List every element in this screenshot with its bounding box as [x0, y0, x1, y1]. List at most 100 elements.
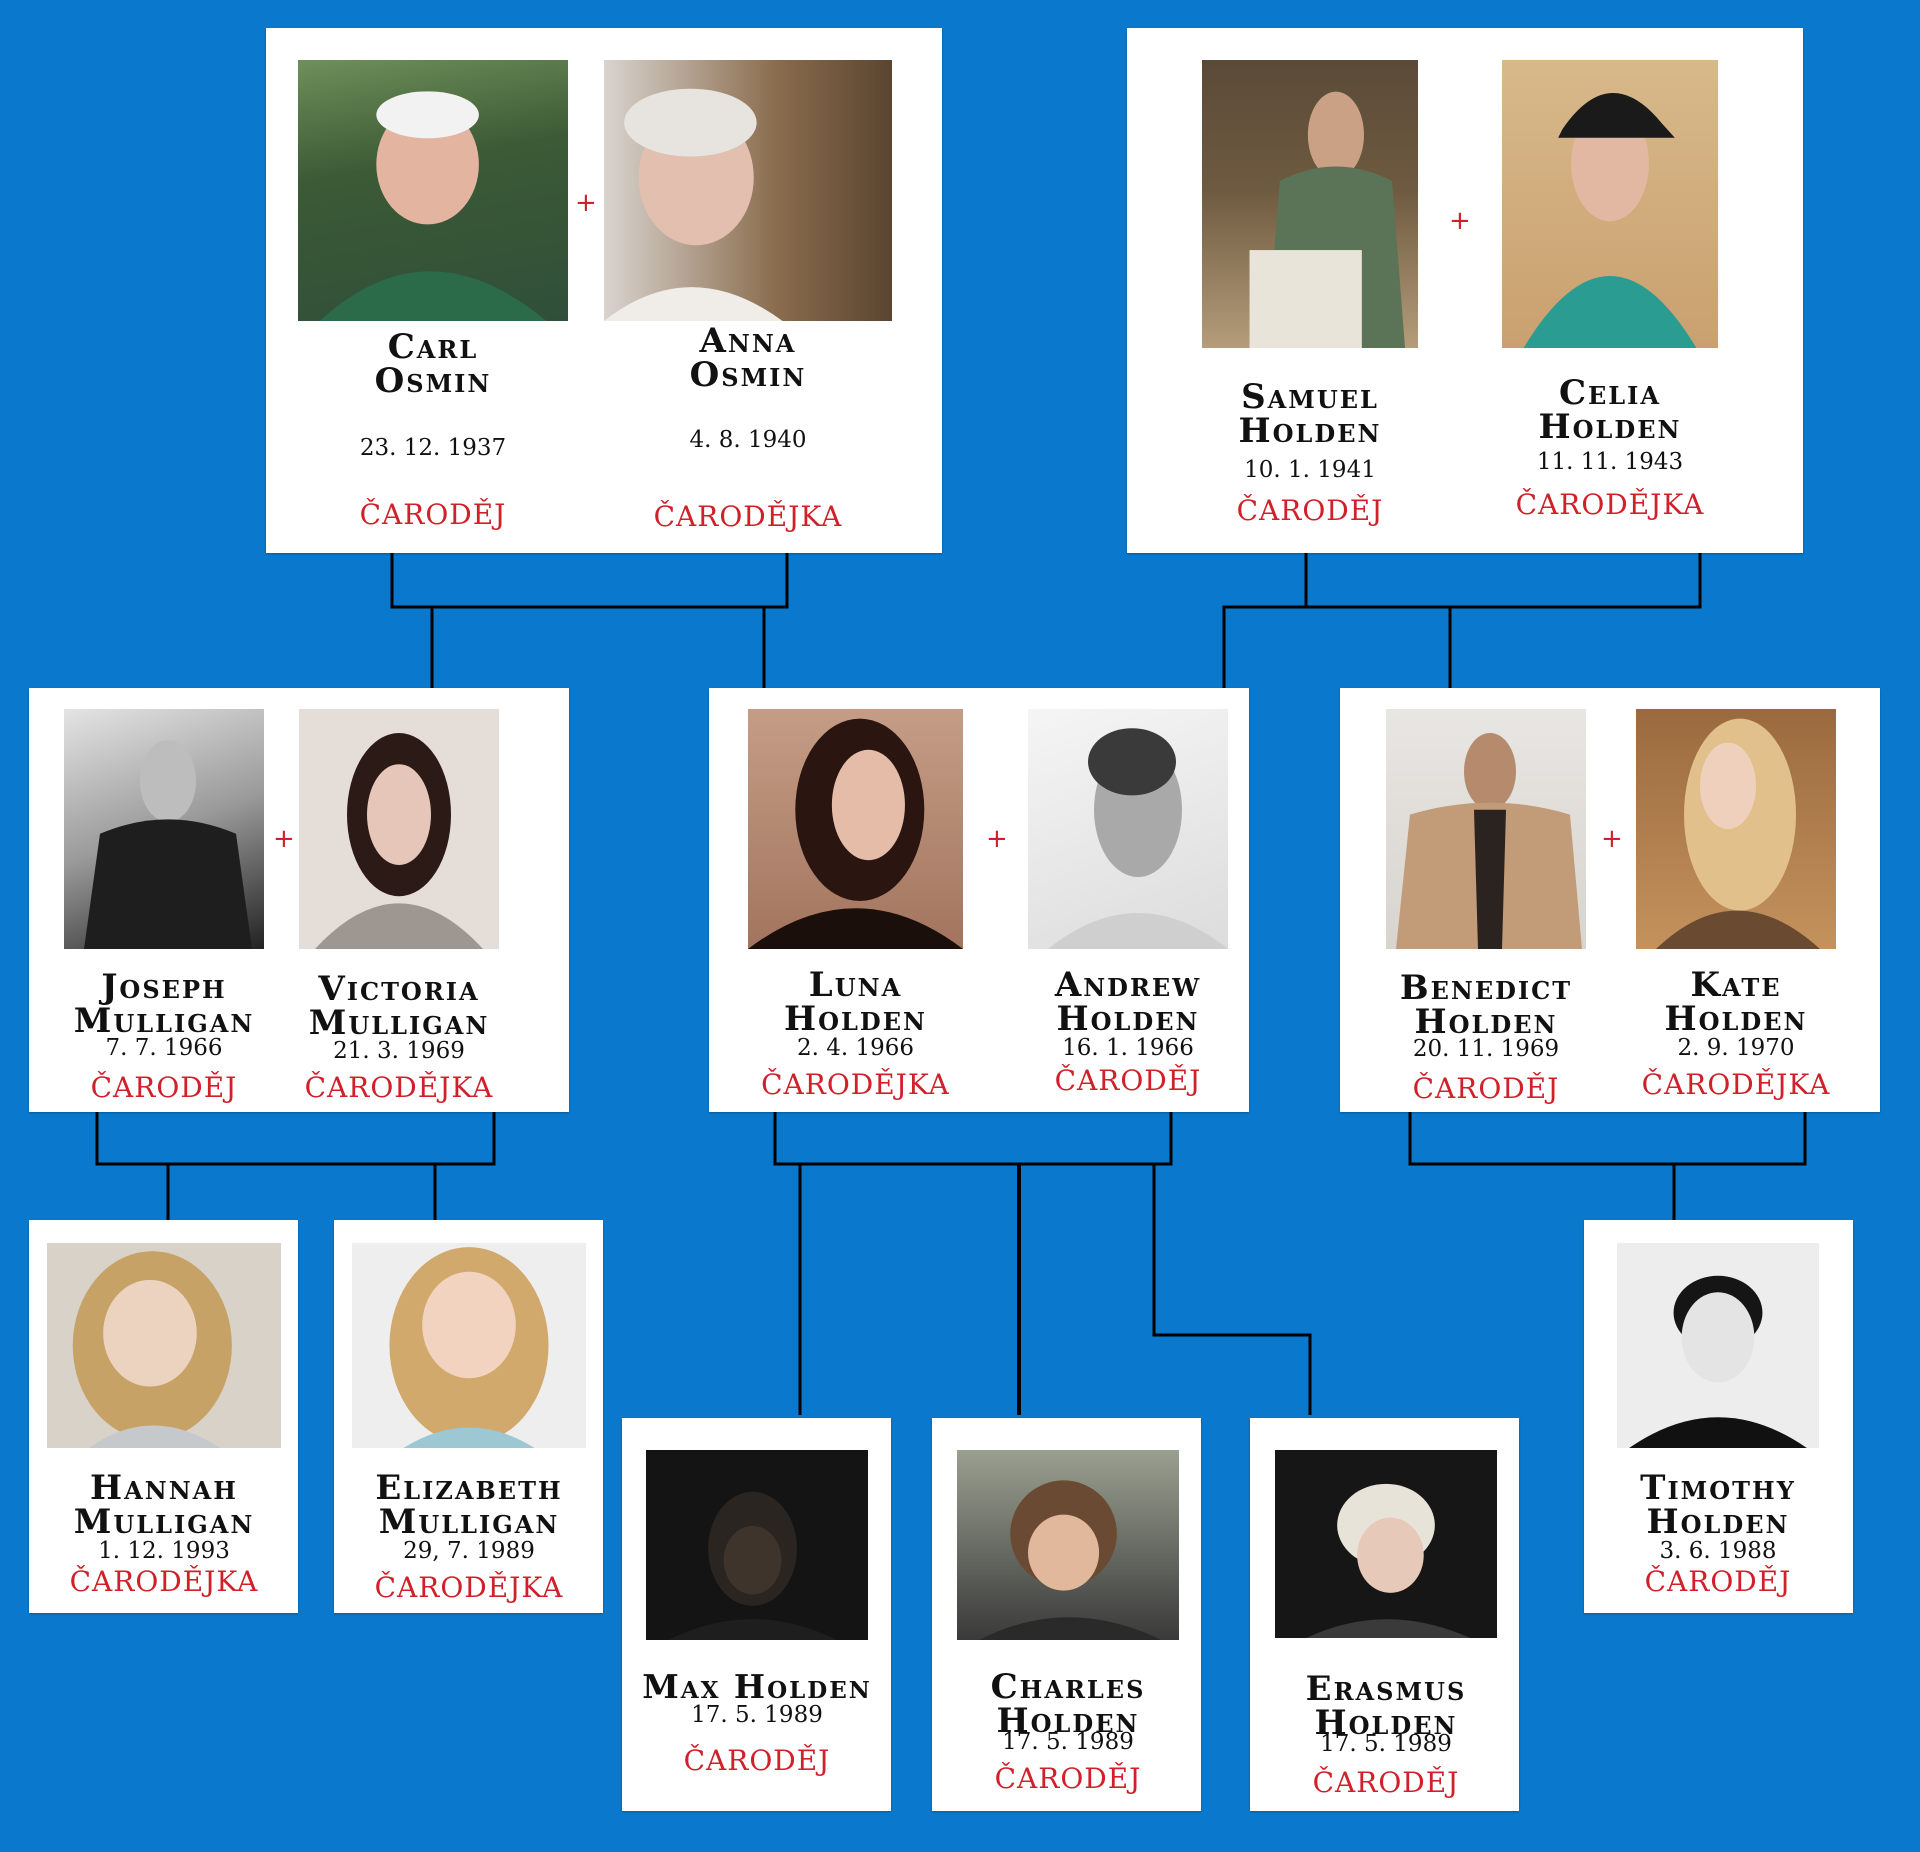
- first-name: Kate: [1690, 965, 1782, 1005]
- connector-mulligan: [95, 1112, 496, 1166]
- plus-sign: +: [273, 824, 295, 854]
- photo-kate-holden: [1636, 709, 1836, 949]
- birth-date: 21. 3. 1969: [333, 1038, 465, 1064]
- connector-benedict-kate: [1408, 1112, 1807, 1166]
- plus-sign: +: [1449, 206, 1471, 236]
- last-name: Holden: [1664, 999, 1808, 1039]
- connector-osmin: [390, 553, 789, 609]
- birth-date: 4. 8. 1940: [689, 427, 807, 453]
- photo-hannah-mulligan: [47, 1243, 281, 1448]
- birth-date: 17. 5. 1989: [691, 1702, 823, 1728]
- birth-date: 3. 6. 1988: [1659, 1538, 1777, 1564]
- role-label: ČARODĚJ: [1312, 1766, 1460, 1799]
- photo-anna-osmin: [604, 60, 892, 321]
- full-name: Max Holden: [642, 1667, 872, 1706]
- birth-date: 10. 1. 1941: [1244, 457, 1376, 483]
- last-name: Mulligan: [73, 1502, 255, 1542]
- photo-carl-osmin: [298, 60, 568, 321]
- last-name: Holden: [1538, 407, 1682, 447]
- photo-luna-holden: [748, 709, 963, 949]
- first-name: Luna: [808, 965, 903, 1005]
- photo-erasmus-holden: [1275, 1450, 1497, 1638]
- card-max-holden: Max Holden 17. 5. 1989 ČARODĚJ: [622, 1418, 891, 1811]
- first-name: Charles: [990, 1667, 1146, 1707]
- role-label: ČARODĚJ: [1412, 1072, 1560, 1105]
- birth-date: 17. 5. 1989: [1320, 1731, 1452, 1757]
- connector-luna-andrew: [773, 1112, 1173, 1166]
- last-name: Holden: [1414, 1002, 1558, 1042]
- role-label: ČARODĚJKA: [653, 500, 843, 533]
- photo-andrew-holden: [1028, 709, 1228, 949]
- last-name: Mulligan: [308, 1003, 490, 1043]
- last-name: Holden: [1314, 1703, 1458, 1743]
- photo-joseph-mulligan: [64, 709, 264, 949]
- photo-elizabeth-mulligan: [352, 1243, 586, 1448]
- last-name: Holden: [1238, 411, 1382, 451]
- role-label: ČARODĚJ: [683, 1744, 831, 1777]
- first-name: Carl: [387, 327, 479, 367]
- last-name: Osmin: [689, 355, 807, 395]
- birth-date: 2. 4. 1966: [796, 1035, 915, 1061]
- last-name: Holden: [996, 1701, 1140, 1741]
- first-name: Anna: [699, 321, 797, 361]
- last-name: Mulligan: [73, 1001, 255, 1041]
- first-name: Benedict: [1399, 968, 1573, 1008]
- birth-date: 17. 5. 1989: [1002, 1729, 1134, 1755]
- last-name: Holden: [784, 999, 927, 1039]
- first-name: Andrew: [1054, 965, 1202, 1005]
- photo-victoria-mulligan: [299, 709, 499, 949]
- birth-date: 29, 7. 1989: [403, 1538, 535, 1564]
- role-label: ČARODĚJKA: [69, 1565, 259, 1598]
- role-label: ČARODĚJ: [994, 1762, 1142, 1795]
- role-label: ČARODĚJ: [90, 1071, 238, 1104]
- first-name: Elizabeth: [375, 1468, 563, 1508]
- last-name: Holden: [1056, 999, 1200, 1039]
- photo-timothy-holden: [1617, 1243, 1819, 1448]
- photo-celia-holden: [1502, 60, 1718, 348]
- role-label: ČARODĚJ: [1236, 494, 1384, 527]
- plus-sign: +: [986, 824, 1008, 854]
- birth-date: 1. 12. 1993: [98, 1538, 230, 1564]
- role-label: ČARODĚJKA: [304, 1071, 494, 1104]
- first-name: Victoria: [318, 969, 480, 1009]
- role-label: ČARODĚJKA: [1515, 488, 1705, 521]
- role-label: ČARODĚJ: [1644, 1565, 1792, 1598]
- birth-date: 16. 1. 1966: [1062, 1035, 1194, 1061]
- plus-sign: +: [575, 188, 597, 218]
- role-label: ČARODĚJKA: [374, 1571, 564, 1604]
- birth-date: 7. 7. 1966: [105, 1035, 223, 1061]
- last-name: Osmin: [374, 361, 492, 401]
- photo-benedict-holden: [1386, 709, 1586, 949]
- first-name: Samuel: [1241, 377, 1379, 417]
- first-name: Timothy: [1640, 1468, 1796, 1508]
- birth-date: 23. 12. 1937: [359, 435, 507, 461]
- role-label: ČARODĚJKA: [1641, 1068, 1831, 1101]
- first-name: Erasmus: [1305, 1669, 1467, 1709]
- birth-date: 20. 11. 1969: [1412, 1036, 1560, 1062]
- first-name: Celia: [1558, 373, 1662, 413]
- last-name: Mulligan: [378, 1502, 560, 1542]
- birth-date: 2. 9. 1970: [1677, 1035, 1795, 1061]
- last-name: Holden: [1646, 1502, 1790, 1542]
- birth-date: 11. 11. 1943: [1536, 449, 1684, 475]
- photo-charles-holden: [957, 1450, 1179, 1640]
- role-label: ČARODĚJKA: [761, 1068, 950, 1101]
- photo-max-holden: [646, 1450, 868, 1640]
- photo-samuel-holden: [1202, 60, 1418, 348]
- role-label: ČARODĚJ: [1054, 1064, 1202, 1097]
- connector-holden-grandparents: [1304, 553, 1702, 609]
- role-label: ČARODĚJ: [359, 498, 507, 531]
- first-name: Hannah: [90, 1468, 238, 1508]
- plus-sign: +: [1601, 824, 1623, 854]
